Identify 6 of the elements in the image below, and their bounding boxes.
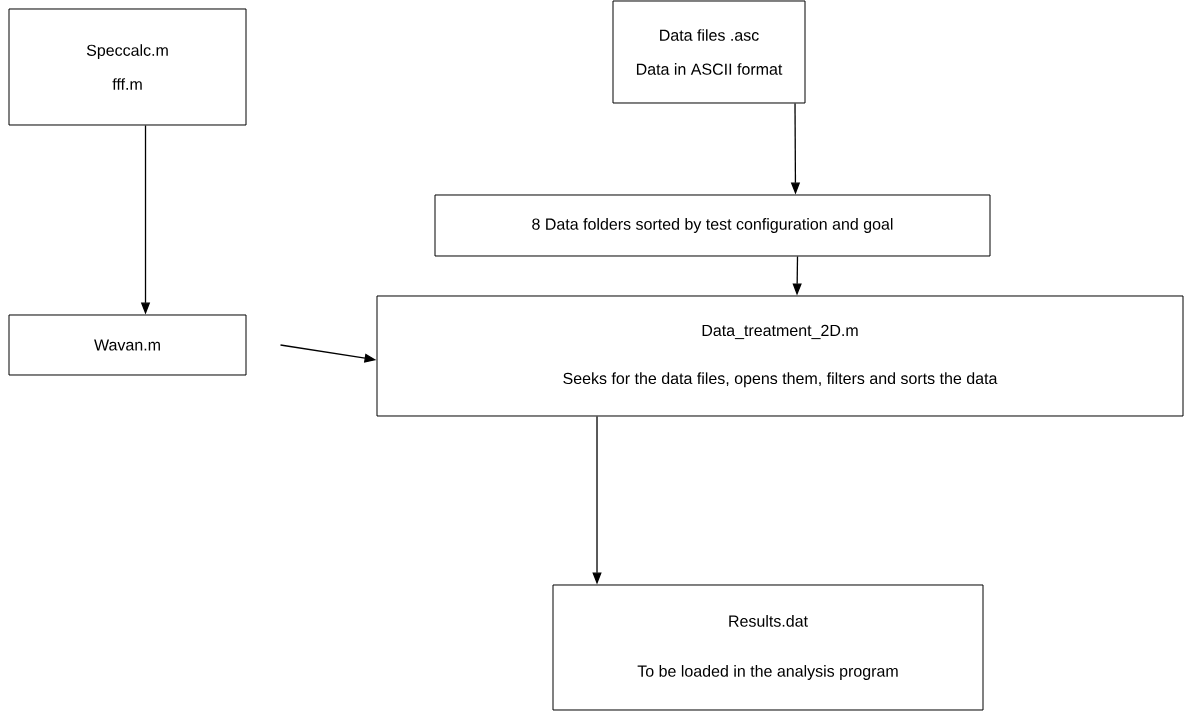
process-box: Wavan.m (8, 314, 247, 376)
process-box: Data_treatment_2D.m Seeks for the data files, opens them, filters and sorts the data (376, 295, 1184, 417)
process-box: 8 Data folders sorted by test configuration and goal (434, 194, 991, 257)
process-box: Data files .asc Data in ASCII format (612, 0, 806, 104)
process-box: Speccalc.m fff.m (8, 8, 247, 126)
process-box: Results.dat To be loaded in the analysis program (552, 584, 984, 711)
